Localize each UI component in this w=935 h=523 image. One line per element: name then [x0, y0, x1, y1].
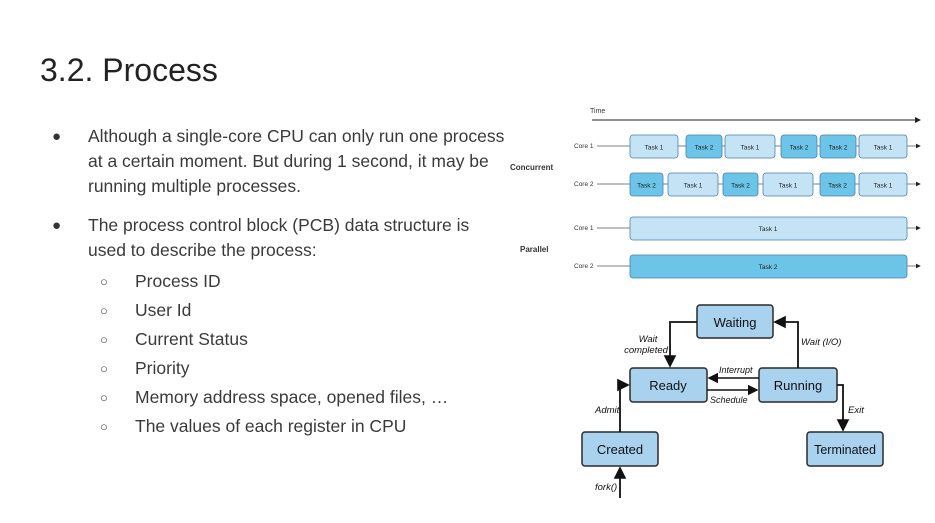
schedule-label: Schedule [710, 395, 748, 405]
state-ready-label: Ready [649, 378, 687, 393]
circle-bullet-icon: ○ [100, 390, 108, 405]
core2-label: Core 2 [574, 263, 594, 270]
task-label: Task 2 [829, 145, 848, 152]
state-ready [629, 367, 708, 403]
task-label: Task 2 [828, 183, 847, 190]
bullet-item: ● The process control block (PCB) data s… [52, 213, 512, 443]
task-label: Task 1 [874, 145, 893, 152]
task-block [858, 134, 908, 159]
task-label: Task 2 [637, 183, 656, 190]
task-block [819, 172, 856, 197]
task-label: Task 2 [695, 145, 714, 152]
circle-bullet-icon: ○ [100, 361, 108, 376]
sub-bullet-item: ○ Memory address space, opened files, … [88, 385, 512, 414]
bullet-dot-icon: ● [52, 217, 62, 234]
bullet-text: Although a single-core CPU can only run … [88, 126, 505, 196]
exit-label: Exit [848, 405, 864, 416]
state-created-label: Created [597, 442, 643, 457]
time-label: Time [590, 108, 605, 115]
task-block [722, 172, 759, 197]
task-block [762, 172, 814, 197]
sub-bullet-text: Current Status [135, 329, 248, 349]
circle-bullet-icon: ○ [100, 274, 108, 289]
sub-bullet-list: ○ Process ID ○ User Id ○ Current Status ○ Pr… [88, 269, 512, 443]
core1-label: Core 1 [574, 143, 594, 150]
admit-label: Admit [594, 405, 620, 416]
sub-bullet-item: ○ Process ID [88, 269, 512, 298]
task-block [629, 172, 664, 197]
sub-bullet-item: ○ Current Status [88, 327, 512, 356]
parallel-task-label: Task 2 [759, 264, 778, 271]
bullet-list: ● Although a single-core CPU can only ru… [52, 124, 512, 457]
sub-bullet-text: Priority [135, 358, 190, 378]
task-block [858, 172, 908, 197]
sub-bullet-item: ○ User Id [88, 298, 512, 327]
wait-completed-label: Wait [639, 334, 658, 345]
task-label: Task 2 [731, 183, 750, 190]
bullet-item: ● Although a single-core CPU can only ru… [52, 124, 512, 199]
task-block [629, 134, 679, 159]
task-label: Task 1 [779, 183, 798, 190]
transition-exit [836, 384, 850, 432]
task-block [780, 134, 818, 159]
task-block [685, 134, 723, 159]
parallel-task-label: Task 1 [759, 226, 778, 233]
concurrent-label: Concurrent [510, 163, 553, 172]
wait-io-label: Wait (I/O) [801, 337, 841, 348]
sub-bullet-item: ○ Priority [88, 356, 512, 385]
parallel-task-block [629, 254, 908, 279]
task-label: Task 1 [741, 145, 760, 152]
process-state-diagram: Waiting Ready Running Created Terminated… [581, 304, 884, 498]
sub-bullet-text: Memory address space, opened files, … [135, 387, 449, 407]
fork-label: fork() [595, 482, 617, 493]
sub-bullet-text: The values of each register in CPU [135, 416, 407, 436]
state-waiting-label: Waiting [714, 315, 757, 330]
sub-bullet-text: Process ID [135, 271, 221, 291]
bullet-text: The process control block (PCB) data str… [88, 215, 470, 260]
task-label: Task 1 [645, 145, 664, 152]
transition-wait-io [773, 315, 799, 368]
state-terminated [806, 431, 884, 467]
transition-admit [617, 378, 630, 432]
core2-label: Core 2 [574, 181, 594, 188]
slide-title: 3.2. Process [40, 52, 218, 88]
concurrent-core2-tasks: Task 2 Task 1 Task 2 Task 1 Task 2 Task 1 [629, 172, 908, 197]
task-block [724, 134, 776, 159]
task-label: Task 1 [684, 183, 703, 190]
state-terminated-label: Terminated [814, 443, 876, 457]
state-running-label: Running [774, 378, 822, 393]
interrupt-label: Interrupt [719, 365, 753, 375]
wait-completed-label: completed [624, 345, 669, 356]
circle-bullet-icon: ○ [100, 419, 108, 434]
parallel-task-block [629, 216, 908, 241]
task-block [667, 172, 719, 197]
task-label: Task 2 [790, 145, 809, 152]
circle-bullet-icon: ○ [100, 332, 108, 347]
core1-label: Core 1 [574, 225, 594, 232]
sub-bullet-text: User Id [135, 300, 192, 320]
sub-bullet-item: ○ The values of each register in CPU [88, 414, 512, 443]
task-label: Task 1 [874, 183, 893, 190]
circle-bullet-icon: ○ [100, 303, 108, 318]
concurrent-core1-tasks: Task 1 Task 2 Task 1 Task 2 Task 2 Task 1 [629, 134, 908, 159]
bullet-dot-icon: ● [52, 128, 62, 145]
parallel-label: Parallel [520, 245, 548, 254]
transition-wait-completed [663, 321, 697, 368]
task-block [819, 134, 857, 159]
